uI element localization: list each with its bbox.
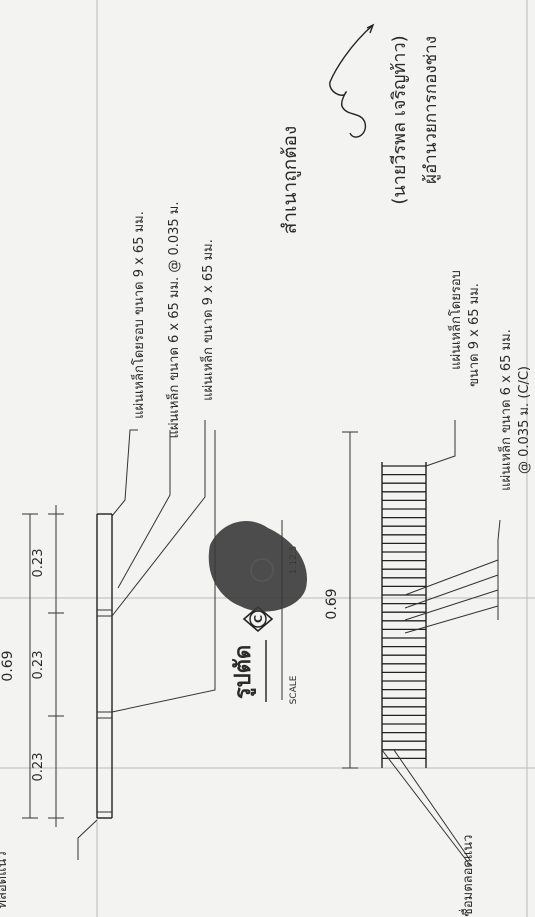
signer-name: (นายวีรพล เจริญท้าว) bbox=[389, 35, 410, 204]
weld-leader bbox=[393, 749, 471, 861]
approval-block: สำเนาถูกต้อง (นายวีรพล เจริญท้าว) ผู้อำน… bbox=[279, 23, 441, 234]
section-label: รูปตัด bbox=[231, 645, 257, 699]
section-title: รูปตัด C SCALE 1:12.5 bbox=[208, 520, 308, 704]
weld-label: เชื่อมตลอดแนว bbox=[459, 835, 476, 917]
edge-weld-label: ทลอดแนว bbox=[0, 851, 10, 908]
leader-line bbox=[111, 430, 216, 713]
signature-mark bbox=[329, 24, 374, 138]
leader-line bbox=[77, 819, 98, 860]
ink-stamp bbox=[208, 521, 308, 612]
grating-bars bbox=[382, 465, 426, 760]
leader-line bbox=[117, 430, 171, 589]
plate-size-note: แผ่นเหล็ก ขนาด 9 x 65 มม. bbox=[198, 239, 216, 401]
signer-title: ผู้อำนวยการกองช่าง bbox=[421, 36, 441, 184]
perimeter-plate-size: ขนาด 9 x 65 มม. bbox=[467, 283, 482, 387]
segment-dim-label: 0.23 bbox=[31, 549, 46, 578]
plate-size-note: แผ่นเหล็ก ขนาด 6 x 65 มม. bbox=[496, 329, 514, 491]
section-marker-letter: C bbox=[252, 615, 265, 623]
perimeter-plate-note: แผ่นเหล็กโดยรอบ ขนาด 9 x 65 มม. bbox=[129, 211, 147, 419]
signature-arrow bbox=[366, 23, 375, 34]
leader-line bbox=[111, 429, 138, 517]
segment-dim-label: 0.23 bbox=[31, 651, 46, 680]
leader-line bbox=[404, 605, 499, 634]
overall-dim-label: 0.69 bbox=[0, 650, 16, 681]
certified-copy-text: สำเนาถูกต้อง bbox=[279, 126, 301, 234]
leader-line bbox=[425, 420, 456, 467]
perimeter-plate-note: แผ่นเหล็กโดยรอบ bbox=[446, 270, 464, 370]
plate-spacing-note: แผ่นเหล็ก ขนาด 6 x 65 มม. @ 0.035 ม. bbox=[164, 201, 182, 438]
stamp-ring bbox=[250, 558, 274, 582]
bottom-view: 0.69 แผ่นเหล็กโดยรอบ ขนาด 9 x 65 มม. แผ่… bbox=[324, 270, 532, 917]
leader-line bbox=[111, 420, 206, 617]
weld-leader bbox=[381, 749, 471, 866]
top-view: 0.69 0.23 0.23 0.23 แผ่นเหล็กโดยรอบ ขนาด… bbox=[0, 201, 216, 908]
overall-dim-label: 0.69 bbox=[324, 588, 340, 619]
leader-line bbox=[404, 574, 499, 609]
leader-line bbox=[497, 519, 501, 620]
leader-line bbox=[404, 589, 499, 621]
segment-dim-label: 0.23 bbox=[31, 753, 46, 782]
scale-label: SCALE bbox=[289, 675, 299, 704]
leader-line bbox=[404, 559, 499, 596]
plate-spacing-note: @ 0.035 ม. (C/C) bbox=[517, 366, 532, 474]
